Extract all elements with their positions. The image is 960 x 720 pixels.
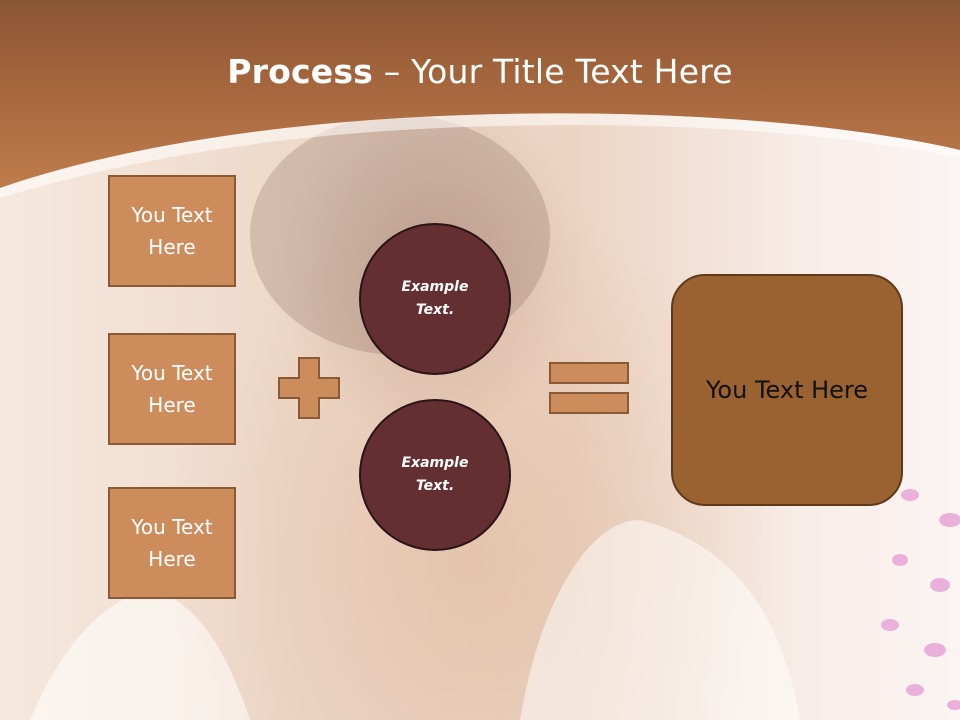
header-band	[0, 0, 960, 198]
result-label: You Text Here	[705, 376, 869, 404]
plus-icon	[278, 357, 340, 419]
input-box-label: You Text Here	[131, 515, 213, 571]
equals-icon	[549, 362, 629, 414]
input-box-1: You Text Here	[108, 175, 236, 287]
input-box-2: You Text Here	[108, 333, 236, 445]
example-circle-2: Example Text.	[359, 399, 511, 551]
example-circle-label: Example Text.	[401, 455, 469, 494]
title-bold: Process	[227, 52, 374, 91]
example-circle-1: Example Text.	[359, 223, 511, 375]
title-rest: – Your Title Text Here	[373, 52, 733, 91]
input-box-label: You Text Here	[131, 361, 213, 417]
input-box-3: You Text Here	[108, 487, 236, 599]
input-box-label: You Text Here	[131, 203, 213, 259]
result-box: You Text Here	[671, 274, 903, 506]
example-circle-label: Example Text.	[401, 279, 469, 318]
page-title: Process – Your Title Text Here	[0, 52, 960, 91]
